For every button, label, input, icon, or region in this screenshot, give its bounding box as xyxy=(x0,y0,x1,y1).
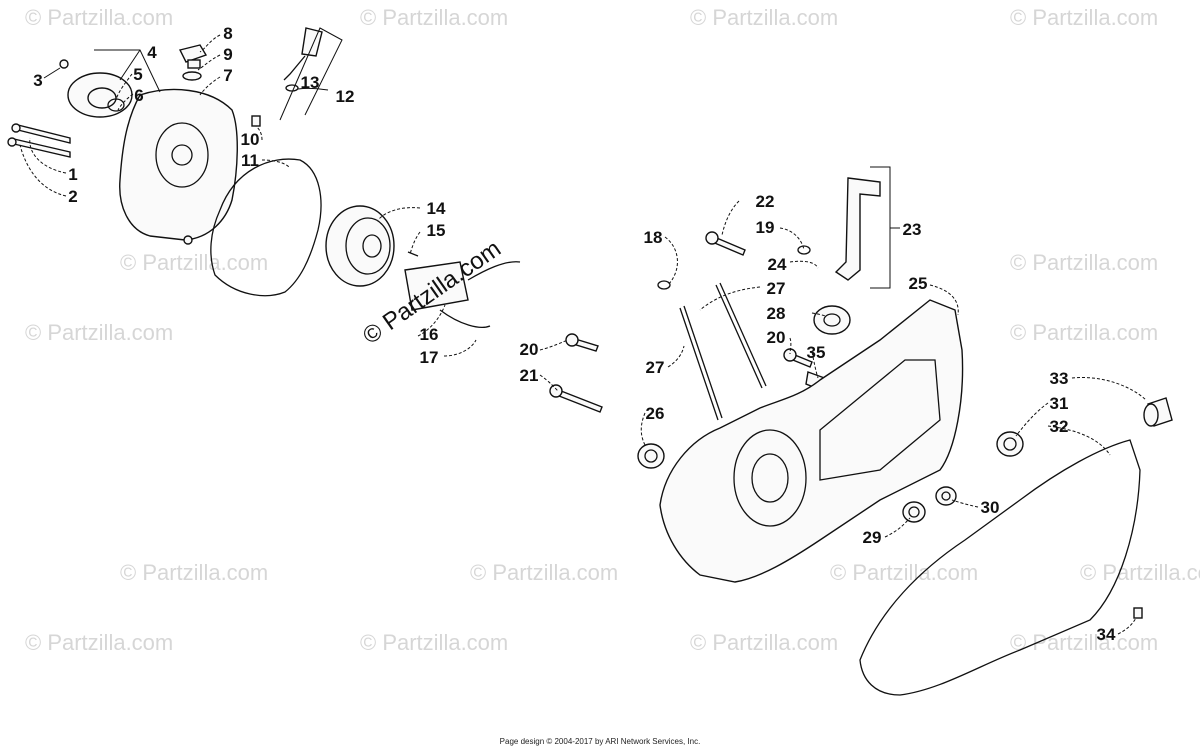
watermark-text: © Partzilla.com xyxy=(830,560,978,585)
callout-20b: 20 xyxy=(767,328,786,347)
callout-28: 28 xyxy=(767,304,786,323)
callout-27b: 27 xyxy=(646,358,665,377)
callout-12: 12 xyxy=(336,87,355,106)
callout-21: 21 xyxy=(520,366,539,385)
watermark-text: © Partzilla.com xyxy=(360,5,508,30)
callout-29: 29 xyxy=(863,528,882,547)
watermark-text: © Partzilla.com xyxy=(1010,5,1158,30)
callout-31: 31 xyxy=(1050,394,1069,413)
page-footer: Page design © 2004-2017 by ARI Network S… xyxy=(499,737,701,746)
watermark-text: © Partzilla.com xyxy=(1080,560,1200,585)
watermark-text: © Partzilla.com xyxy=(690,5,838,30)
callout-17: 17 xyxy=(420,348,439,367)
callout-11: 11 xyxy=(241,151,259,170)
callout-27a: 27 xyxy=(767,279,786,298)
callout-7: 7 xyxy=(223,66,232,85)
callout-34: 34 xyxy=(1097,625,1116,644)
callout-23: 23 xyxy=(903,220,922,239)
callout-5: 5 xyxy=(133,65,142,84)
crankcase-illustration xyxy=(549,177,1173,696)
callout-4: 4 xyxy=(147,43,157,62)
callout-2: 2 xyxy=(68,187,77,206)
watermark-text: © Partzilla.com xyxy=(1010,630,1158,655)
watermark-layer: © Partzilla.com © Partzilla.com © Partzill… xyxy=(25,5,1200,655)
watermark-text: © Partzilla.com xyxy=(120,560,268,585)
watermark-text: © Partzilla.com xyxy=(25,5,173,30)
callout-32: 32 xyxy=(1050,417,1069,436)
callout-layer: 1 2 3 4 5 6 7 8 9 10 11 12 13 14 15 16 1… xyxy=(33,24,1116,644)
callout-20a: 20 xyxy=(520,340,539,359)
magneto-cover-illustration xyxy=(7,27,521,328)
callout-24: 24 xyxy=(768,255,787,274)
callout-6: 6 xyxy=(134,86,143,105)
callout-14: 14 xyxy=(427,199,446,218)
watermark-text: © Partzilla.com xyxy=(1010,320,1158,345)
callout-33: 33 xyxy=(1050,369,1069,388)
callout-26: 26 xyxy=(646,404,665,423)
watermark-text: © Partzilla.com xyxy=(25,320,173,345)
watermark-text: © Partzilla.com xyxy=(25,630,173,655)
callout-16: 16 xyxy=(420,325,439,344)
callout-1: 1 xyxy=(68,165,77,184)
watermark-text: © Partzilla.com xyxy=(690,630,838,655)
callout-35: 35 xyxy=(807,343,826,362)
callout-15: 15 xyxy=(427,221,446,240)
callout-22: 22 xyxy=(756,192,775,211)
callout-19: 19 xyxy=(756,218,775,237)
leader-lines xyxy=(19,27,1147,635)
watermark-text: © Partzilla.com xyxy=(470,560,618,585)
callout-30: 30 xyxy=(981,498,1000,517)
callout-10: 10 xyxy=(241,130,260,149)
callout-8: 8 xyxy=(223,24,232,43)
watermark-text: © Partzilla.com xyxy=(360,630,508,655)
callout-18: 18 xyxy=(644,228,663,247)
callout-9: 9 xyxy=(223,45,232,64)
watermark-text: © Partzilla.com xyxy=(1010,250,1158,275)
callout-13: 13 xyxy=(301,73,320,92)
watermark-text: © Partzilla.com xyxy=(120,250,268,275)
callout-3: 3 xyxy=(33,71,42,90)
callout-25: 25 xyxy=(909,274,928,293)
